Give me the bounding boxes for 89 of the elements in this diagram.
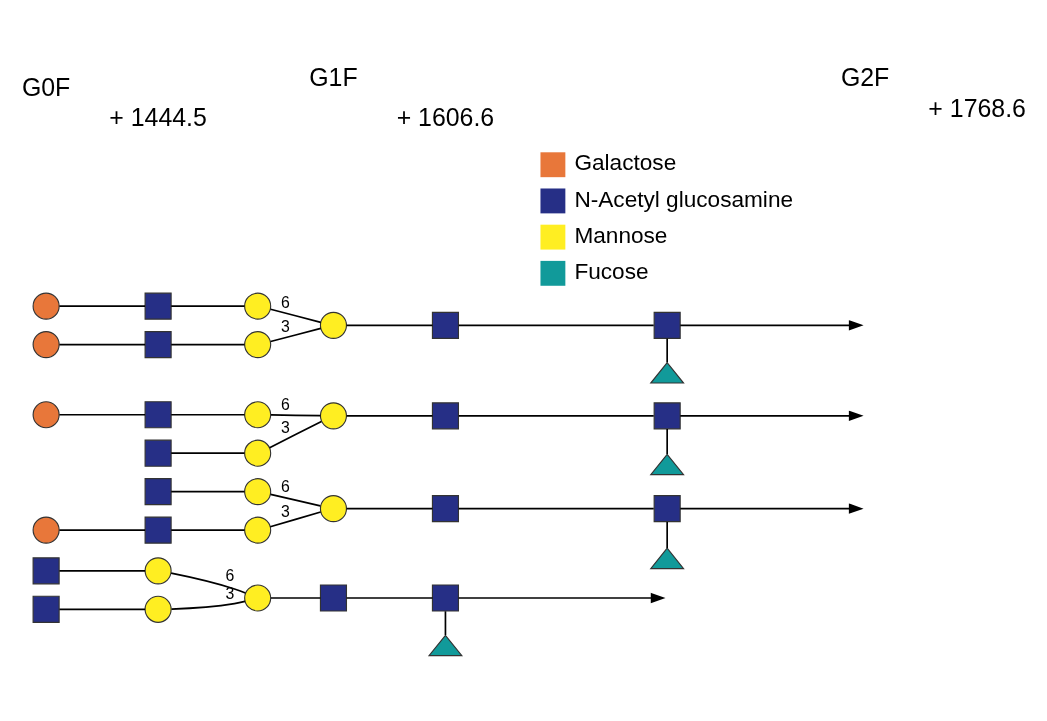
arrow [457,592,666,603]
connector [345,596,434,599]
node-circle [144,556,172,584]
node-box [144,439,172,467]
connector [269,327,322,342]
node-box [431,583,459,612]
node-circle [244,292,272,320]
connector [170,528,246,531]
label: G0F [21,72,71,101]
connector [270,413,322,417]
node-circle [244,516,272,544]
connector [58,413,146,416]
edge-label: 6 [225,566,235,584]
node-circle [244,439,272,467]
arrow [679,410,864,421]
node-box [32,595,60,623]
node-triangle [427,633,464,656]
label: G2F [840,62,890,91]
connector [666,427,668,455]
label: G1F [309,62,358,91]
connector [270,596,322,599]
connector [269,307,322,323]
connector [345,414,434,417]
node-box [144,477,172,505]
connector [457,414,655,417]
node-triangle [649,452,685,475]
node-box [431,494,459,522]
node-box [144,330,172,358]
node-circle [32,400,60,428]
label: + 1606.6 [396,102,495,131]
connector [58,528,146,531]
connector [170,571,247,594]
connector [170,600,246,610]
connector [457,507,655,509]
node-circle [319,494,348,522]
connector [345,507,434,509]
node-box [319,583,348,612]
arrow [679,319,864,331]
node-box [653,494,681,522]
connector [170,451,246,454]
node-circle [32,516,60,544]
connector [58,607,146,610]
node-circle [319,401,348,429]
legend-label: Mannose [574,222,668,248]
node-circle [144,595,172,623]
connector [269,510,322,528]
node-circle [32,330,60,358]
connector [170,490,246,492]
edge-label: 3 [280,418,290,436]
node-box [653,401,681,429]
arrow [679,502,864,514]
node-box [144,400,172,428]
label: + 1768.6 [928,93,1026,122]
node-triangle [649,361,685,384]
node-box [431,311,459,339]
node-box [144,292,172,320]
connector [269,493,322,507]
label: + 1444.5 [109,102,207,131]
node-box [431,401,459,429]
connector [268,420,323,449]
connector [58,343,146,345]
connector [58,569,146,572]
connector [666,337,668,363]
node-circle [244,400,272,428]
edge-label: 3 [280,317,290,335]
connector [345,324,434,326]
node-circle [319,311,348,339]
connector [170,343,246,345]
edge-label: 6 [280,477,290,495]
node-box [653,311,681,339]
legend-label: Fucose [574,258,649,284]
connector [666,520,668,549]
edge-label: 3 [280,502,290,520]
connector [444,609,447,636]
connector [457,324,655,326]
connector [58,304,146,307]
node-circle [32,292,60,320]
connector [170,304,246,307]
edge-label: 6 [280,395,290,413]
node-box [144,516,172,544]
edge-label: 6 [280,292,290,310]
legend-label: N-Acetyl glucosamine [574,186,794,212]
node-triangle [649,546,685,569]
node-box [32,556,60,584]
node-circle [244,477,272,505]
legend-label: Galactose [574,149,677,175]
node-circle [244,583,272,612]
node-circle [244,330,272,358]
connector [170,413,246,416]
